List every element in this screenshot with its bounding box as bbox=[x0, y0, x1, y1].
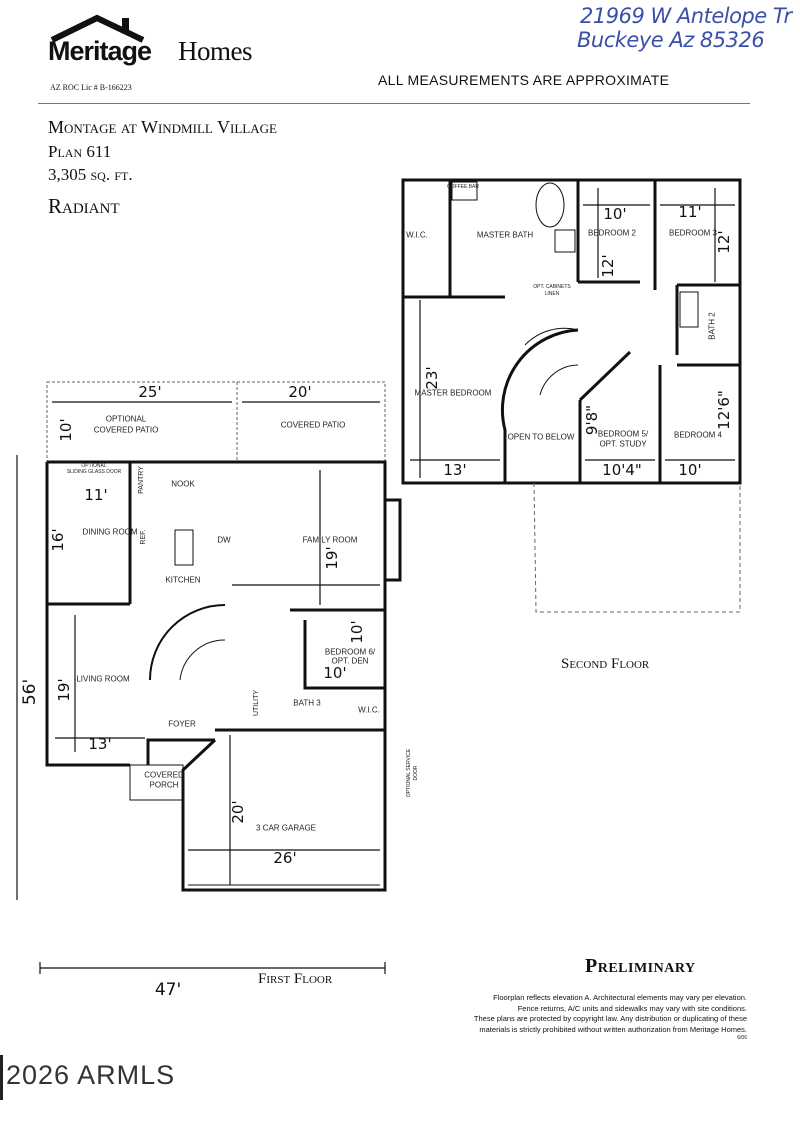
house-roof-icon bbox=[50, 14, 145, 43]
room-label-wic: W.I.C. bbox=[406, 230, 428, 240]
dimension-covered-patio-width: 20' bbox=[288, 383, 312, 401]
footer-note-4: materials is strictly prohibited without… bbox=[479, 1024, 747, 1034]
room-label-foyer: FOYER bbox=[168, 719, 196, 729]
room-label-covered: COVERED bbox=[144, 770, 184, 780]
footer-note-1: Floorplan reflects elevation A. Architec… bbox=[493, 993, 747, 1002]
dimension-patio-depth: 10' bbox=[57, 418, 75, 442]
room-label-optional: OPTIONAL bbox=[105, 414, 147, 424]
license-number: AZ ROC Lic # B-166223 bbox=[50, 83, 132, 92]
room-label-bath-2: BATH 2 bbox=[707, 312, 717, 340]
room-label-opt-cabinets: OPT. CABINETS bbox=[533, 284, 571, 291]
room-label-living-room: LIVING ROOM bbox=[76, 674, 130, 684]
dimension-bedroom-4-length: 12'6" bbox=[715, 390, 733, 430]
room-label-wic-first-floor: W.I.C. bbox=[358, 705, 380, 715]
dimension-garage-width: 26' bbox=[273, 849, 297, 867]
room-label-master-bath: MASTER BATH bbox=[476, 230, 534, 240]
first-floor-walls bbox=[45, 460, 402, 892]
community-name: Montage at Windmill Village bbox=[48, 117, 277, 137]
footer-notes: Floorplan reflects elevation A. Architec… bbox=[474, 993, 747, 1041]
copyright-watermark: 2026 ARMLS bbox=[6, 1060, 176, 1090]
footer-note-3: These plans are protected by copyright l… bbox=[473, 1014, 747, 1023]
header-divider bbox=[38, 103, 750, 104]
second-floor-title: Second Floor bbox=[561, 656, 650, 672]
dimension-master-bedroom-width: 13' bbox=[443, 461, 467, 479]
room-label-optional-covered-patio: COVERED PATIO bbox=[93, 425, 159, 435]
label-service-door: DOOR bbox=[413, 765, 420, 781]
label-optional-service: OPTIONAL SERVICE bbox=[406, 748, 413, 798]
measurement-notice: ALL MEASUREMENTS ARE APPROXIMATE bbox=[378, 72, 670, 88]
brand-name-light: Homes bbox=[178, 36, 253, 66]
room-label-3-car-garage: 3 CAR GARAGE bbox=[255, 823, 317, 833]
room-label-bedroom-2: BEDROOM 2 bbox=[587, 228, 637, 238]
room-label-bedroom-4: BEDROOM 4 bbox=[673, 430, 723, 440]
footer-code: 6/06 bbox=[737, 1035, 747, 1041]
dimension-bedroom-3-length: 12' bbox=[715, 230, 733, 254]
room-label-opt-study: OPT. STUDY bbox=[599, 439, 647, 449]
room-label-opt-den: OPT. DEN bbox=[331, 656, 369, 666]
label-optional: OPTIONAL bbox=[81, 463, 107, 470]
room-label-bedroom-5: BEDROOM 5/ bbox=[597, 429, 649, 439]
dimension-bedroom-3-width: 11' bbox=[678, 203, 702, 221]
room-label-bedroom-3: BEDROOM 3 bbox=[668, 228, 718, 238]
copyright-bar bbox=[0, 1055, 3, 1100]
dimension-overall-depth: 56' bbox=[20, 678, 40, 706]
room-label-bedroom-6: BEDROOM 6/ bbox=[324, 647, 376, 657]
dimension-optional-patio-width: 25' bbox=[138, 383, 162, 401]
room-label-utility: UTILITY bbox=[252, 689, 260, 717]
brand-name-bold: Meritage bbox=[48, 36, 152, 66]
model-name: Radiant bbox=[48, 194, 120, 218]
room-label-bath-3: BATH 3 bbox=[293, 698, 321, 708]
dimension-lines bbox=[16, 188, 735, 974]
dimension-bedroom-6-length: 10' bbox=[348, 620, 366, 644]
room-label-master-bedroom: MASTER BEDROOM bbox=[414, 388, 492, 398]
dimension-living-width: 13' bbox=[88, 735, 112, 753]
second-floor-walls bbox=[401, 178, 742, 485]
room-label-open-to-below: OPEN TO BELOW bbox=[507, 432, 575, 442]
dimension-overall-width: 47' bbox=[154, 980, 182, 1000]
label-sliding-glass-door: SLIDING GLASS DOOR bbox=[66, 469, 122, 476]
first-floor-title: First Floor bbox=[258, 971, 333, 987]
dimension-garage-depth: 20' bbox=[229, 800, 247, 824]
room-label-coffee-bar: COFFEE BAR bbox=[447, 184, 479, 191]
room-label-linen: LINEN bbox=[544, 291, 560, 298]
dimension-bedroom-2-length: 12' bbox=[599, 254, 617, 278]
room-label-kitchen: KITCHEN bbox=[165, 575, 201, 585]
dimension-family-room: 19' bbox=[323, 546, 341, 570]
dimension-dining-length: 16' bbox=[49, 528, 67, 552]
dimension-dining-width: 11' bbox=[84, 486, 108, 504]
second-floor-details bbox=[451, 181, 741, 613]
dimension-bedroom-4-width: 10' bbox=[678, 461, 702, 479]
label-dishwasher: DW bbox=[217, 535, 231, 545]
room-label-nook: NOOK bbox=[171, 479, 195, 489]
label-refrigerator: REF. bbox=[139, 529, 147, 545]
dimension-living-length: 19' bbox=[55, 678, 73, 702]
room-label-dining-room: DINING ROOM bbox=[82, 527, 138, 537]
room-label-porch: PORCH bbox=[149, 780, 179, 790]
footer-note-2: Fence returns, A/C units and sidewalks m… bbox=[517, 1003, 747, 1013]
dimension-bedroom-6-width: 10' bbox=[323, 664, 347, 682]
dimension-bedroom-5-width: 10'4" bbox=[602, 461, 642, 479]
dimension-bedroom-2-width: 10' bbox=[603, 205, 627, 223]
square-footage: 3,305 sq. ft. bbox=[48, 165, 133, 184]
plan-number: Plan 611 bbox=[48, 142, 112, 161]
dimension-bedroom-5-length: 9'8" bbox=[583, 404, 601, 436]
room-label-covered-patio: COVERED PATIO bbox=[280, 420, 346, 430]
handwritten-address-line-1: 21969 W Antelope Tr bbox=[580, 4, 792, 28]
room-label-family-room: FAMILY ROOM bbox=[302, 535, 358, 545]
dimension-master-bedroom-length: 23' bbox=[423, 366, 441, 390]
room-label-pantry: PANTRY bbox=[137, 466, 145, 494]
preliminary-label: Preliminary bbox=[585, 955, 696, 977]
handwritten-address-line-2: Buckeye Az 85326 bbox=[577, 28, 765, 52]
